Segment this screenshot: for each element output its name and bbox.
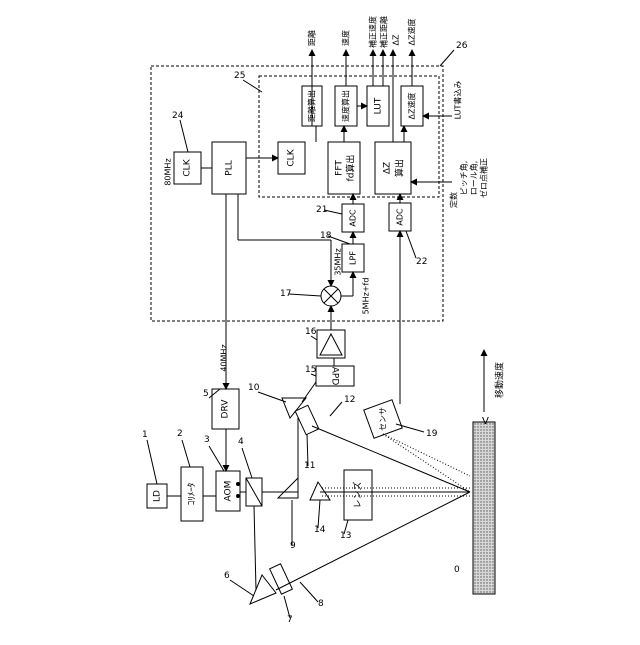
driver: DRV: [212, 389, 239, 429]
lpf: LPF: [342, 244, 364, 272]
mirror-prism-9: [278, 478, 298, 498]
lens: レンズ: [344, 470, 372, 520]
svg-text:AOM: AOM: [224, 481, 234, 502]
zero-correction-label: ゼロ点補正: [479, 158, 489, 198]
svg-text:ADC: ADC: [396, 208, 405, 226]
output-corrected-speed-label: 補正速度: [368, 16, 378, 48]
aom: AOM: [216, 471, 240, 511]
output-distance-label: 距離: [307, 30, 317, 46]
ref-0: 0: [454, 565, 460, 575]
reference-numerals: 0 1 2 3 4 5 6 7 8 9 10 11 12 13 14 15 16…: [142, 41, 468, 625]
freq-40mhz-label: 40MHz: [220, 344, 229, 371]
ref-1: 1: [142, 430, 148, 440]
dz-calculator: ΔZ 算出: [375, 142, 411, 194]
clock-inner: CLK: [278, 142, 305, 174]
ref-3: 3: [204, 435, 210, 445]
svg-text:レンズ: レンズ: [352, 482, 364, 509]
svg-text:DRV: DRV: [221, 399, 231, 419]
ref-15: 15: [305, 365, 316, 375]
apd: APD: [316, 366, 354, 386]
svg-text:LD: LD: [153, 490, 163, 502]
ref-5: 5: [203, 389, 209, 399]
ref-4: 4: [238, 437, 244, 447]
clock-source: CLK: [174, 152, 201, 184]
svg-text:ΔZ速度: ΔZ速度: [407, 93, 417, 120]
moving-target: [473, 422, 495, 594]
dz-speed-calculator: ΔZ速度: [401, 86, 423, 126]
freq-80mhz-label: 80MHz: [164, 158, 173, 185]
freq-5mhz-label: 5MHz+fd: [362, 278, 371, 315]
ref-9: 9: [290, 541, 296, 551]
output-speed-label: 速度: [341, 30, 351, 46]
output-corrected-distance-label: 補正距離: [379, 16, 389, 48]
pitch-label: ピッチ角,: [459, 161, 469, 196]
svg-text:PLL: PLL: [225, 160, 235, 175]
svg-text:ｺﾘﾒｰﾀ: ｺﾘﾒｰﾀ: [187, 483, 198, 506]
mirror-prism-14: [310, 482, 330, 500]
corner-prism-6: [250, 575, 276, 604]
svg-text:センサ: センサ: [379, 407, 388, 431]
lut-write-label: LUT書込み: [453, 81, 463, 120]
ref-6: 6: [224, 571, 230, 581]
roll-label: ロール角,: [469, 161, 479, 196]
velocity-symbol: V: [482, 416, 489, 427]
constants-label: 定数: [449, 192, 459, 208]
svg-text:CLK: CLK: [287, 148, 297, 166]
amplifier: [317, 330, 345, 358]
svg-text:CLK: CLK: [183, 158, 193, 176]
svg-text:ADC: ADC: [349, 209, 358, 227]
collimator: ｺﾘﾒｰﾀ: [181, 467, 203, 521]
svg-text:LUT: LUT: [374, 97, 384, 114]
ref-11: 11: [304, 461, 315, 471]
svg-text:fd算出: fd算出: [345, 155, 357, 182]
adc-main: ADC: [342, 204, 364, 232]
fft-fd-calculator: FFT fd算出: [328, 142, 360, 194]
leader-lines: [147, 50, 454, 618]
ref-19: 19: [426, 429, 438, 439]
ref-16: 16: [305, 327, 317, 337]
freq-35mhz-label: 35MHz: [334, 248, 343, 275]
ref-10: 10: [248, 383, 260, 393]
ref-14: 14: [314, 525, 326, 535]
ref-12: 12: [344, 395, 355, 405]
svg-text:APD: APD: [330, 367, 340, 386]
ref-2: 2: [177, 429, 183, 439]
ref-25: 25: [234, 71, 245, 81]
svg-text:ΔZ: ΔZ: [383, 162, 393, 174]
sensor: センサ: [364, 400, 402, 438]
optic-11: [295, 405, 319, 434]
pll: PLL: [212, 142, 246, 194]
ref-13: 13: [340, 531, 351, 541]
output-dz-label: ΔZ: [392, 34, 401, 45]
ref-8: 8: [318, 599, 324, 609]
ref-26: 26: [456, 41, 468, 51]
adc-sensor: ADC: [389, 203, 411, 231]
ref-18: 18: [320, 231, 332, 241]
speed-calculator: 速度算出: [335, 86, 357, 126]
laser-diode: LD: [147, 484, 167, 508]
svg-text:FFT: FFT: [335, 160, 345, 176]
beam-splitter-4: [246, 478, 262, 506]
ref-22: 22: [416, 257, 427, 267]
ref-24: 24: [172, 111, 184, 121]
svg-text:算出: 算出: [394, 159, 406, 177]
output-dz-speed-label: ΔZ速度: [407, 19, 417, 46]
lut: LUT: [367, 86, 389, 126]
svg-text:LPF: LPF: [349, 251, 358, 265]
mixer: [321, 286, 341, 306]
svg-text:速度算出: 速度算出: [341, 90, 351, 122]
velocity-label: 移動速度: [494, 362, 506, 398]
